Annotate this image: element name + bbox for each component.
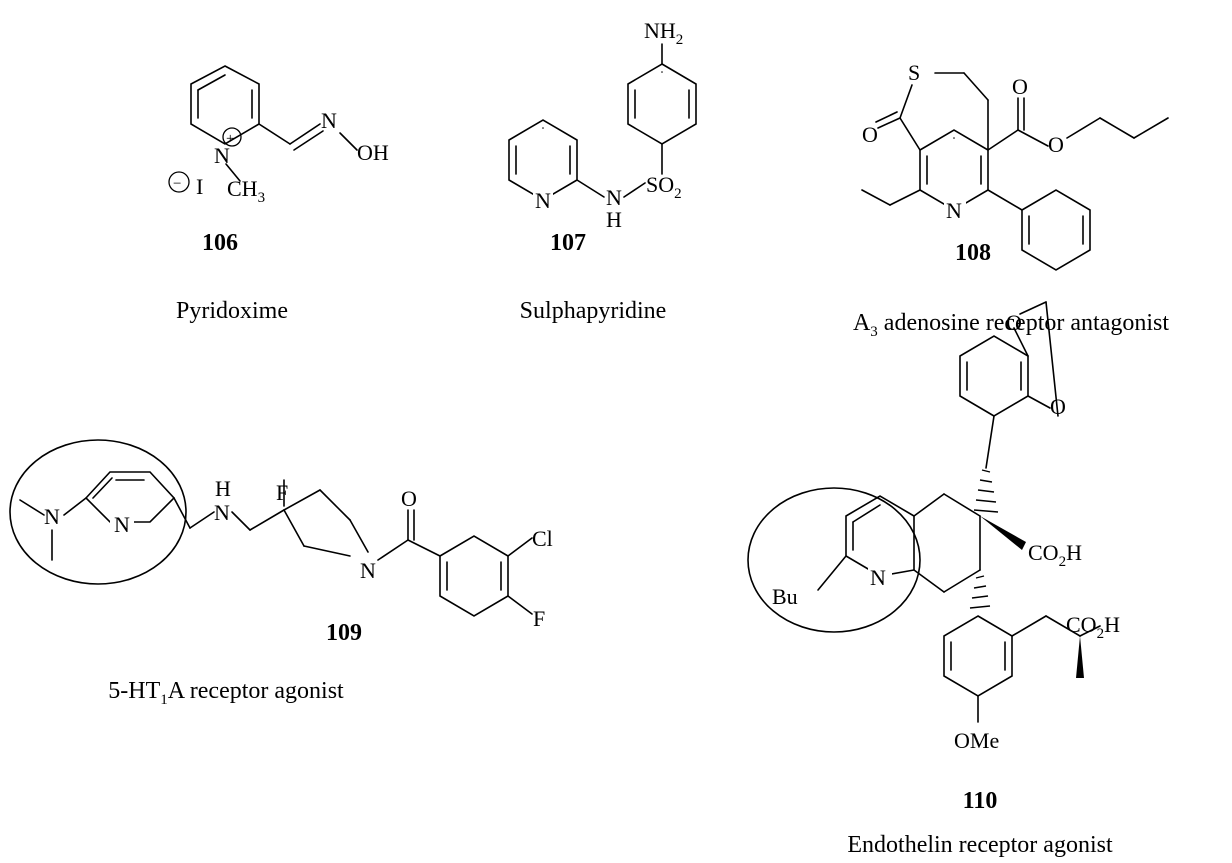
- compound-caption: A3 adenosine receptor antagonist: [853, 310, 1169, 340]
- thiopyranopyridine-core: [899, 72, 989, 211]
- iodide: I: [196, 174, 203, 199]
- compound-number: 108: [955, 240, 991, 266]
- highlight-ellipse: [747, 487, 921, 633]
- fluoro-substituent: F: [276, 480, 288, 505]
- fused-pyridine-ring: [845, 495, 915, 577]
- highlight-ellipse: [9, 439, 187, 585]
- ring-nitrogen: N: [214, 143, 230, 168]
- compound-106: N + N OH − I CH3 106 Pyridoxime: [168, 65, 389, 324]
- ch-bond: [258, 123, 291, 145]
- cn-double-bond: [289, 123, 321, 145]
- dioxole-oxygen-2: O: [1050, 394, 1066, 419]
- pyridine-nitrogen: N: [114, 512, 130, 537]
- sulfonamide-hydrogen: H: [606, 207, 622, 232]
- amino-group: NH2: [644, 18, 683, 48]
- ester-oxygen: O: [1048, 132, 1064, 157]
- compound-caption: 5-HT1A receptor agonist: [108, 678, 344, 708]
- amine-nitrogen: N: [214, 500, 230, 525]
- compound-number: 110: [963, 788, 998, 814]
- compound-109: N N H N F N O: [9, 439, 553, 708]
- minus-sign: −: [173, 176, 181, 192]
- wedge-bond: [980, 516, 1026, 550]
- methoxy-group: OMe: [954, 728, 999, 753]
- sulfonamide-nitrogen: N: [606, 185, 622, 210]
- phenyl-ring: [1021, 189, 1091, 271]
- fluoro-aryl-substituent: F: [533, 606, 545, 631]
- thiolactone-oxygen: O: [862, 122, 878, 147]
- chlorofluorophenyl-ring: [439, 535, 509, 617]
- compound-110: O O CO2H: [747, 301, 1120, 858]
- benzodioxole-group: [959, 301, 1059, 417]
- carboxylic-acid-1: CO2H: [1028, 540, 1082, 570]
- pyridine-nitrogen: N: [946, 198, 962, 223]
- compound-caption: Endothelin receptor agonist: [847, 832, 1113, 858]
- compound-caption: Pyridoxime: [176, 298, 288, 324]
- pyridinium-ring: [190, 65, 260, 145]
- hashed-bond-top: [973, 469, 999, 513]
- hashed-bond-bottom: [969, 575, 991, 609]
- ester-carbonyl-oxygen: O: [1012, 74, 1028, 99]
- oxime-nitrogen: N: [321, 108, 337, 133]
- compound-108: S O N O O 108 A3 adenosine receptor anta…: [853, 60, 1169, 340]
- methyl-group: CH3: [227, 176, 265, 206]
- dimethylamino-nitrogen: N: [44, 504, 60, 529]
- amine-hydrogen: H: [215, 476, 231, 501]
- chloro-substituent: Cl: [532, 526, 553, 551]
- compound-caption: Sulphapyridine: [520, 298, 667, 324]
- plus-charge-icon: [222, 127, 242, 147]
- thioether-sulfur: S: [908, 60, 920, 85]
- hydroxyl: OH: [357, 140, 389, 165]
- compound-number: 107: [550, 230, 586, 256]
- minus-charge-icon: [168, 171, 190, 193]
- pyridine-nitrogen: N: [535, 188, 551, 213]
- methyl-wedge: [1076, 636, 1084, 678]
- benzene-ring: [627, 63, 697, 145]
- compound-number: 106: [202, 230, 238, 256]
- piperidine-ring: [283, 489, 369, 557]
- carboxylic-acid-2: CO2H: [1066, 612, 1120, 642]
- dioxole-oxygen-1: O: [1006, 310, 1022, 335]
- sulfonyl-group: SO2: [646, 172, 682, 202]
- methoxyphenyl-ring: [943, 615, 1013, 697]
- amide-oxygen: O: [401, 486, 417, 511]
- compound-107: NH2 SO2 N H N 107 Sulphapyridine: [508, 18, 697, 324]
- plus-sign: +: [226, 131, 234, 147]
- cyclopenta-ring: [913, 493, 981, 593]
- pyridine-nitrogen: N: [870, 565, 886, 590]
- n-oh-bond: [339, 132, 358, 151]
- compound-number: 109: [326, 620, 362, 646]
- n-methyl-bond: [225, 163, 241, 182]
- piperidine-nitrogen: N: [360, 558, 376, 583]
- butyl-group: Bu: [772, 584, 798, 609]
